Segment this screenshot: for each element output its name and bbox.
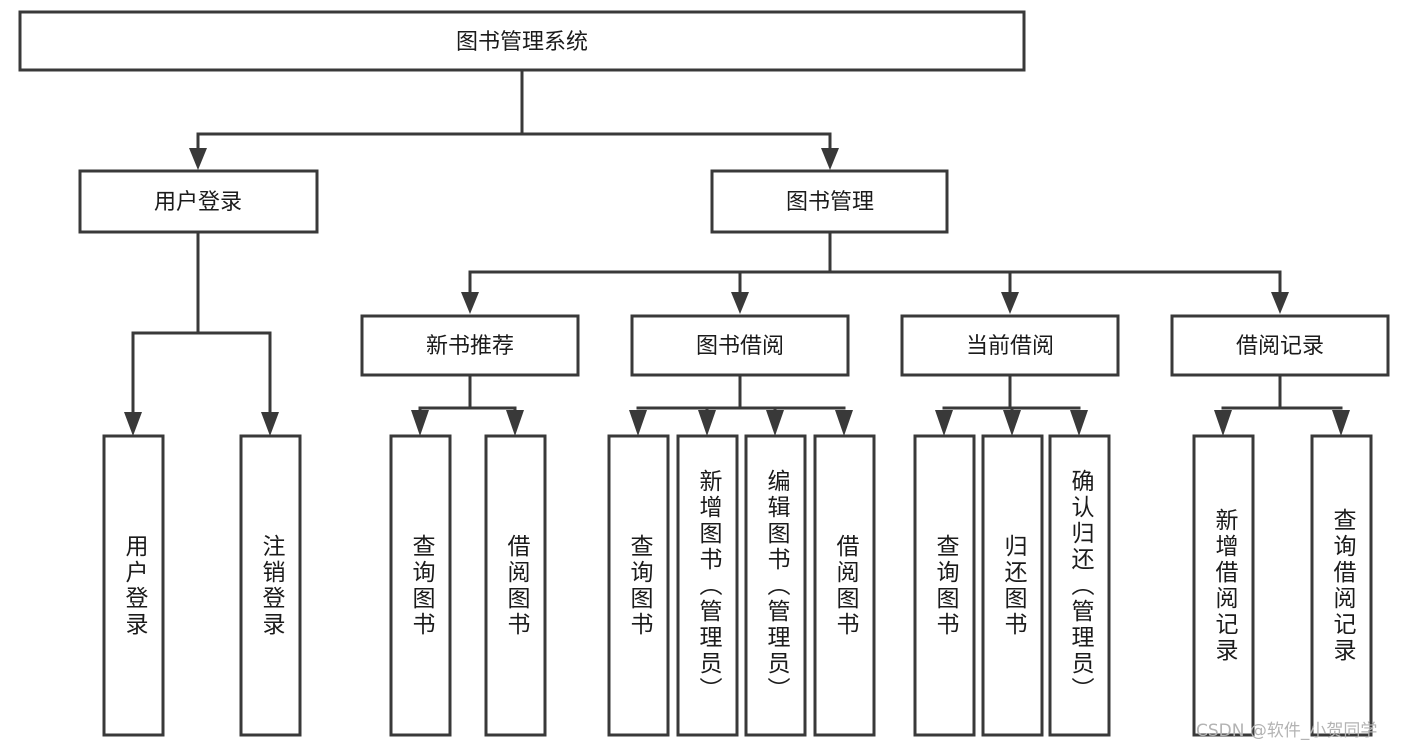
node-new-book-recommend-label: 新书推荐 xyxy=(426,334,514,359)
node-book-manage[interactable]: 图书管理 xyxy=(710,169,949,234)
arrowhead-user-login xyxy=(189,148,207,170)
arrowhead-leaf-logout xyxy=(261,412,279,436)
arrowhead-new-book xyxy=(461,292,479,314)
arrowhead-nb-leaf2 xyxy=(506,410,524,436)
leaf-box-logout[interactable] xyxy=(239,434,302,737)
arrowhead-cb-leaf1 xyxy=(935,410,953,436)
leaf-box-br-query-record[interactable] xyxy=(1310,434,1373,737)
arrowhead-bb-leaf2 xyxy=(698,410,716,436)
node-borrow-record[interactable]: 借阅记录 xyxy=(1170,314,1390,377)
connector-group-book-manage xyxy=(461,230,1289,314)
arrowhead-br-leaf2 xyxy=(1332,410,1350,436)
node-current-borrow-label: 当前借阅 xyxy=(966,334,1054,359)
node-book-borrow[interactable]: 图书借阅 xyxy=(630,314,850,377)
leaf-box-cb-return-book[interactable] xyxy=(981,434,1044,737)
connector-group-book-borrow-leaves xyxy=(629,373,853,436)
connector-group-borrow-record-leaves xyxy=(1214,373,1350,436)
connector-group-root xyxy=(189,68,839,170)
node-user-login[interactable]: 用户登录 xyxy=(78,169,319,234)
leaf-box-bb-edit-book[interactable] xyxy=(744,434,807,737)
node-root[interactable]: 图书管理系统 xyxy=(18,10,1026,72)
arrowhead-nb-leaf1 xyxy=(411,410,429,436)
node-new-book-recommend[interactable]: 新书推荐 xyxy=(360,314,580,377)
node-book-manage-box[interactable] xyxy=(710,169,949,234)
leaf-box-bb-borrow-book[interactable] xyxy=(813,434,876,737)
node-root-label: 图书管理系统 xyxy=(456,30,588,55)
connector-group-user-login-leaves xyxy=(124,230,279,436)
arrowhead-borrow-record xyxy=(1271,292,1289,314)
node-user-login-box[interactable] xyxy=(78,169,319,234)
arrowhead-bb-leaf3 xyxy=(766,410,784,436)
node-root-box[interactable] xyxy=(18,10,1026,72)
node-user-login-label: 用户登录 xyxy=(154,190,242,215)
leaf-box-cb-confirm-return[interactable] xyxy=(1048,434,1111,737)
leaf-box-br-add-record[interactable] xyxy=(1192,434,1255,737)
arrowhead-cb-leaf3 xyxy=(1070,410,1088,436)
arrowhead-cb-leaf2 xyxy=(1003,410,1021,436)
connector-group-current-borrow-leaves xyxy=(935,373,1088,436)
leaf-box-user-login[interactable] xyxy=(102,434,165,737)
node-new-book-recommend-box[interactable] xyxy=(360,314,580,377)
arrowhead-current-borrow xyxy=(1001,292,1019,314)
connector-group-new-book-leaves xyxy=(411,373,524,436)
node-current-borrow-box[interactable] xyxy=(900,314,1120,377)
leaf-box-nb-borrow-book[interactable] xyxy=(484,434,547,737)
node-borrow-record-box[interactable] xyxy=(1170,314,1390,377)
node-current-borrow[interactable]: 当前借阅 xyxy=(900,314,1120,377)
node-borrow-record-label: 借阅记录 xyxy=(1236,334,1324,359)
arrowhead-book-borrow xyxy=(731,292,749,314)
arrowhead-book-manage xyxy=(821,148,839,170)
leaf-box-bb-add-book[interactable] xyxy=(676,434,739,737)
leaf-box-cb-query-book[interactable] xyxy=(913,434,976,737)
node-book-borrow-label: 图书借阅 xyxy=(696,334,784,359)
arrowhead-br-leaf1 xyxy=(1214,410,1232,436)
leaf-box-nb-query-book[interactable] xyxy=(389,434,452,737)
node-book-manage-label: 图书管理 xyxy=(786,190,874,215)
arrowhead-bb-leaf4 xyxy=(835,410,853,436)
arrowhead-leaf-user-login xyxy=(124,412,142,436)
arrowhead-bb-leaf1 xyxy=(629,410,647,436)
leaf-box-bb-query-book[interactable] xyxy=(607,434,670,737)
csdn-watermark: CSDN @软件_小贺同学 xyxy=(1196,721,1378,741)
node-book-borrow-box[interactable] xyxy=(630,314,850,377)
